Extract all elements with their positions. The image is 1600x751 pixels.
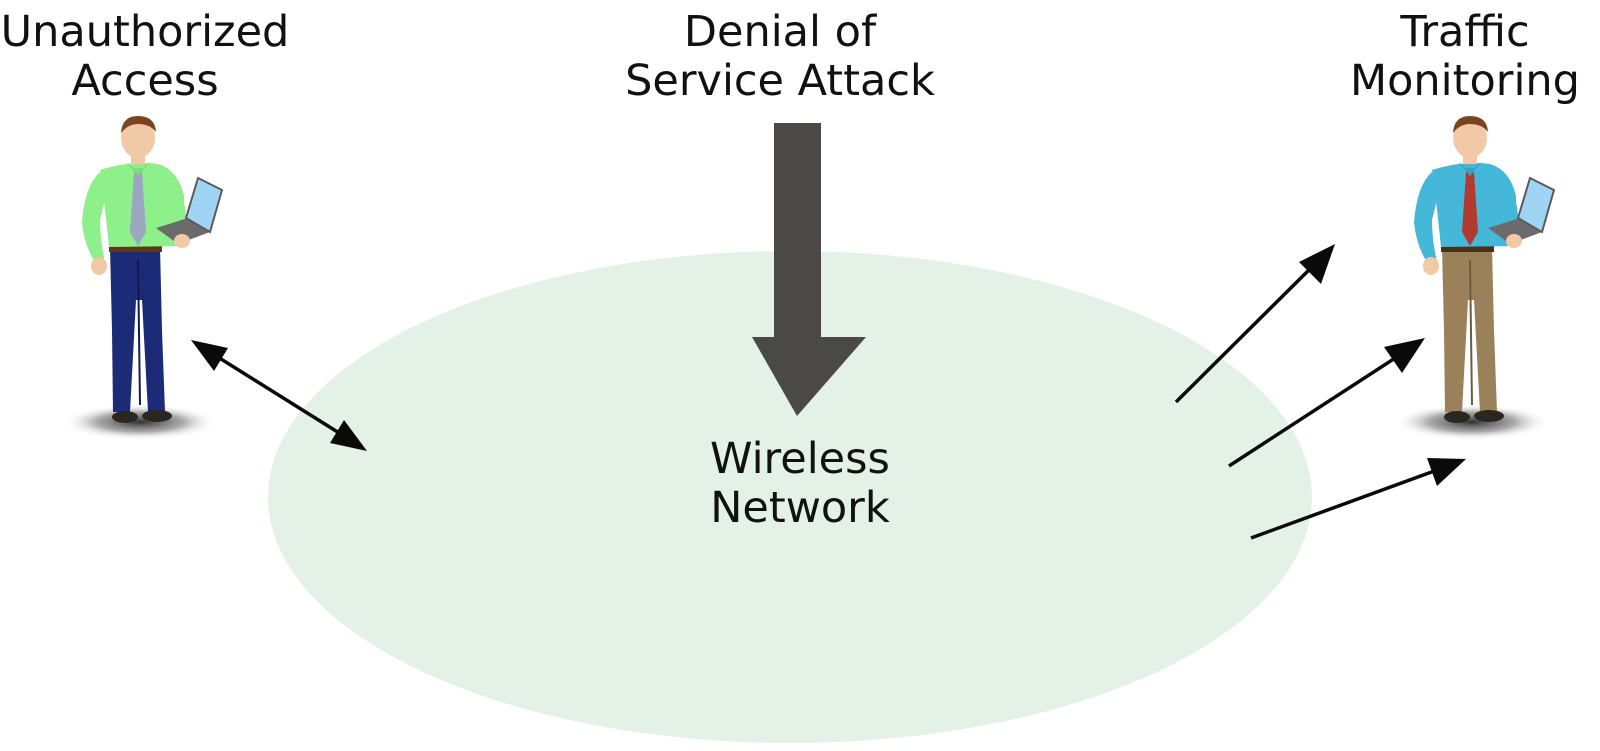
unauthorized-access-label: Unauthorized Access [0,8,290,106]
attacker-person-icon [62,116,224,440]
wireless-network-area [268,251,1312,743]
label-line: Service Attack [625,56,935,106]
wireless-network-label: Wireless Network [640,435,960,533]
monitoring-arrow-icon [1250,458,1466,540]
denial-of-service-label: Denial of Service Attack [620,8,940,106]
label-line: Traffic [1400,7,1530,57]
access-double-arrow-icon [191,340,367,451]
label-line: Unauthorized [0,7,290,57]
label-line: Denial of [683,7,877,57]
label-line: Wireless [710,434,890,484]
label-line: Access [71,56,219,106]
traffic-monitoring-label: Traffic Monitoring [1330,8,1600,106]
label-line: Network [710,483,890,533]
monitoring-arrow-icon [1228,338,1425,468]
label-line: Monitoring [1350,56,1580,106]
monitoring-arrow-icon [1174,244,1335,404]
monitor-person-icon [1394,116,1556,440]
dos-arrow-icon [752,123,866,416]
